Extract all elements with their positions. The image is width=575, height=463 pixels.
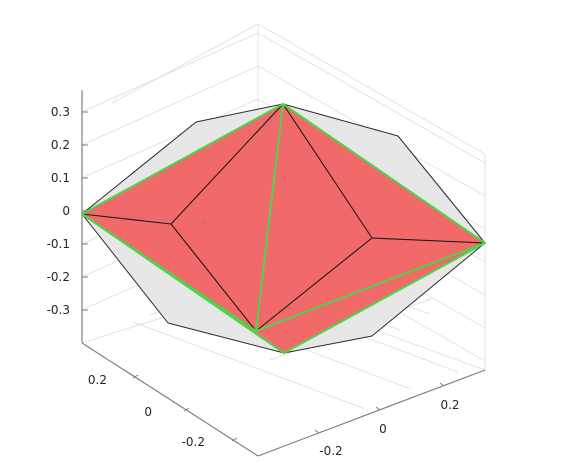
- axis-y-tick-0: [132, 374, 139, 379]
- axis-y-tick-1: [183, 407, 190, 412]
- octa-edge-3: [371, 237, 486, 244]
- grid-z-right-0: [257, 32, 486, 164]
- label-layer: 0.3 0.2 0.1 0 -0.1 -0.2 -0.3 0.2 0 -0.2 -0.2 0 0.2: [47, 105, 460, 458]
- back-edge-1: [202, 221, 373, 239]
- axis-x-line: [257, 369, 486, 457]
- box-edge-back-0: [111, 23, 259, 104]
- z-tick-label-6: -0.3: [47, 303, 70, 317]
- grid-z-left-2: [81, 98, 259, 179]
- axis-y-line: [81, 342, 259, 457]
- box-edge-back-1: [257, 23, 486, 155]
- grid-z-left-0: [81, 32, 259, 113]
- shape-layer: [81, 103, 486, 354]
- grid-floor-0: [132, 321, 364, 409]
- axis-y-tick-2: [231, 437, 238, 442]
- octa-face-top-right: [256, 104, 372, 331]
- axis-x-tick-0: [314, 429, 320, 434]
- octa-edge-5: [282, 103, 373, 239]
- axis-layer: [81, 90, 486, 457]
- y-tick-label-2: -0.2: [182, 435, 205, 449]
- octa-edge-0: [81, 213, 172, 225]
- back-edge-2: [202, 221, 285, 354]
- octa-edge-2: [255, 237, 373, 332]
- octa-face-top-front: [171, 104, 283, 331]
- z-tick-label-2: 0.1: [51, 171, 70, 185]
- green-outline-3: [255, 242, 486, 332]
- x-tick-label-1: 0: [379, 422, 387, 436]
- z-tick-label-5: -0.2: [47, 270, 70, 284]
- y-tick-label-1: 0: [144, 405, 152, 419]
- axis-x-tick-2: [439, 382, 445, 387]
- octa-face-left-top: [82, 104, 283, 224]
- y-tick-label-0: 0.2: [88, 373, 107, 387]
- octa-face-right-bottom: [256, 238, 485, 353]
- x-tick-label-2: 0.2: [440, 398, 459, 412]
- octa-edge-4: [170, 103, 284, 225]
- x-tick-label-0: -0.2: [319, 444, 342, 458]
- grid-z-left-1: [81, 65, 259, 146]
- green-outline-2: [255, 103, 284, 332]
- axis-x-tick-1: [375, 406, 381, 411]
- octa-edge-1: [170, 223, 257, 332]
- green-outline-4: [81, 213, 257, 332]
- z-tick-label-4: -0.1: [47, 237, 70, 251]
- z-tick-label-3: 0: [62, 204, 70, 218]
- z-tick-label-1: 0.2: [51, 138, 70, 152]
- z-tick-label-0: 0.3: [51, 105, 70, 119]
- back-edge-3: [81, 213, 204, 223]
